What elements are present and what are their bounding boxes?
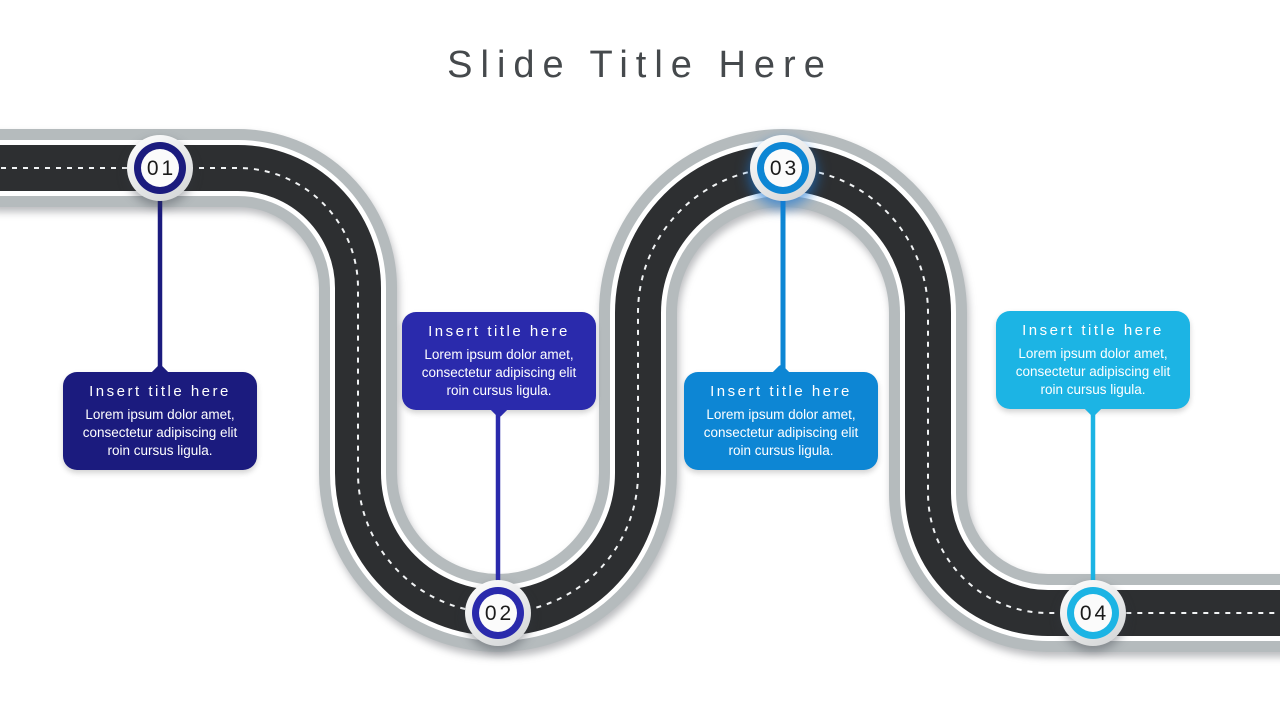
- marker-inner-circle: [479, 594, 517, 632]
- milestone-marker-4[interactable]: 04: [1060, 580, 1126, 646]
- marker-number-4: 04: [1080, 602, 1109, 625]
- milestone-marker-2[interactable]: 02: [465, 580, 531, 646]
- card-body[interactable]: Lorem ipsum dolor amet, consectetur adip…: [703, 407, 859, 458]
- marker-inner-circle: [1074, 594, 1112, 632]
- marker-inner-circle: [141, 149, 179, 187]
- card-body[interactable]: Lorem ipsum dolor amet, consectetur adip…: [421, 347, 577, 398]
- milestone-marker-3[interactable]: 03: [750, 135, 816, 201]
- slide-title[interactable]: Slide Title Here: [447, 44, 833, 86]
- marker-number-1: 01: [147, 157, 176, 180]
- milestone-marker-1[interactable]: 01: [127, 135, 193, 201]
- card-title[interactable]: Insert title here: [1022, 322, 1164, 339]
- marker-number-2: 02: [485, 602, 514, 625]
- card-body[interactable]: Lorem ipsum dolor amet, consectetur adip…: [1015, 346, 1171, 397]
- marker-inner-circle: [764, 149, 802, 187]
- card-title[interactable]: Insert title here: [428, 323, 570, 340]
- milestone-card-1[interactable]: Insert title here Lorem ipsum dolor amet…: [63, 372, 257, 470]
- marker-number-3: 03: [770, 157, 799, 180]
- milestone-card-2[interactable]: Insert title here Lorem ipsum dolor amet…: [402, 312, 596, 410]
- road-center-dash: [0, 167, 1280, 614]
- card-title[interactable]: Insert title here: [710, 383, 852, 400]
- road-path: [0, 129, 1280, 652]
- milestone-card-4[interactable]: Insert title here Lorem ipsum dolor amet…: [996, 311, 1190, 409]
- card-body[interactable]: Lorem ipsum dolor amet, consectetur adip…: [82, 407, 238, 458]
- card-title[interactable]: Insert title here: [89, 383, 231, 400]
- milestone-card-3[interactable]: Insert title here Lorem ipsum dolor amet…: [684, 372, 878, 470]
